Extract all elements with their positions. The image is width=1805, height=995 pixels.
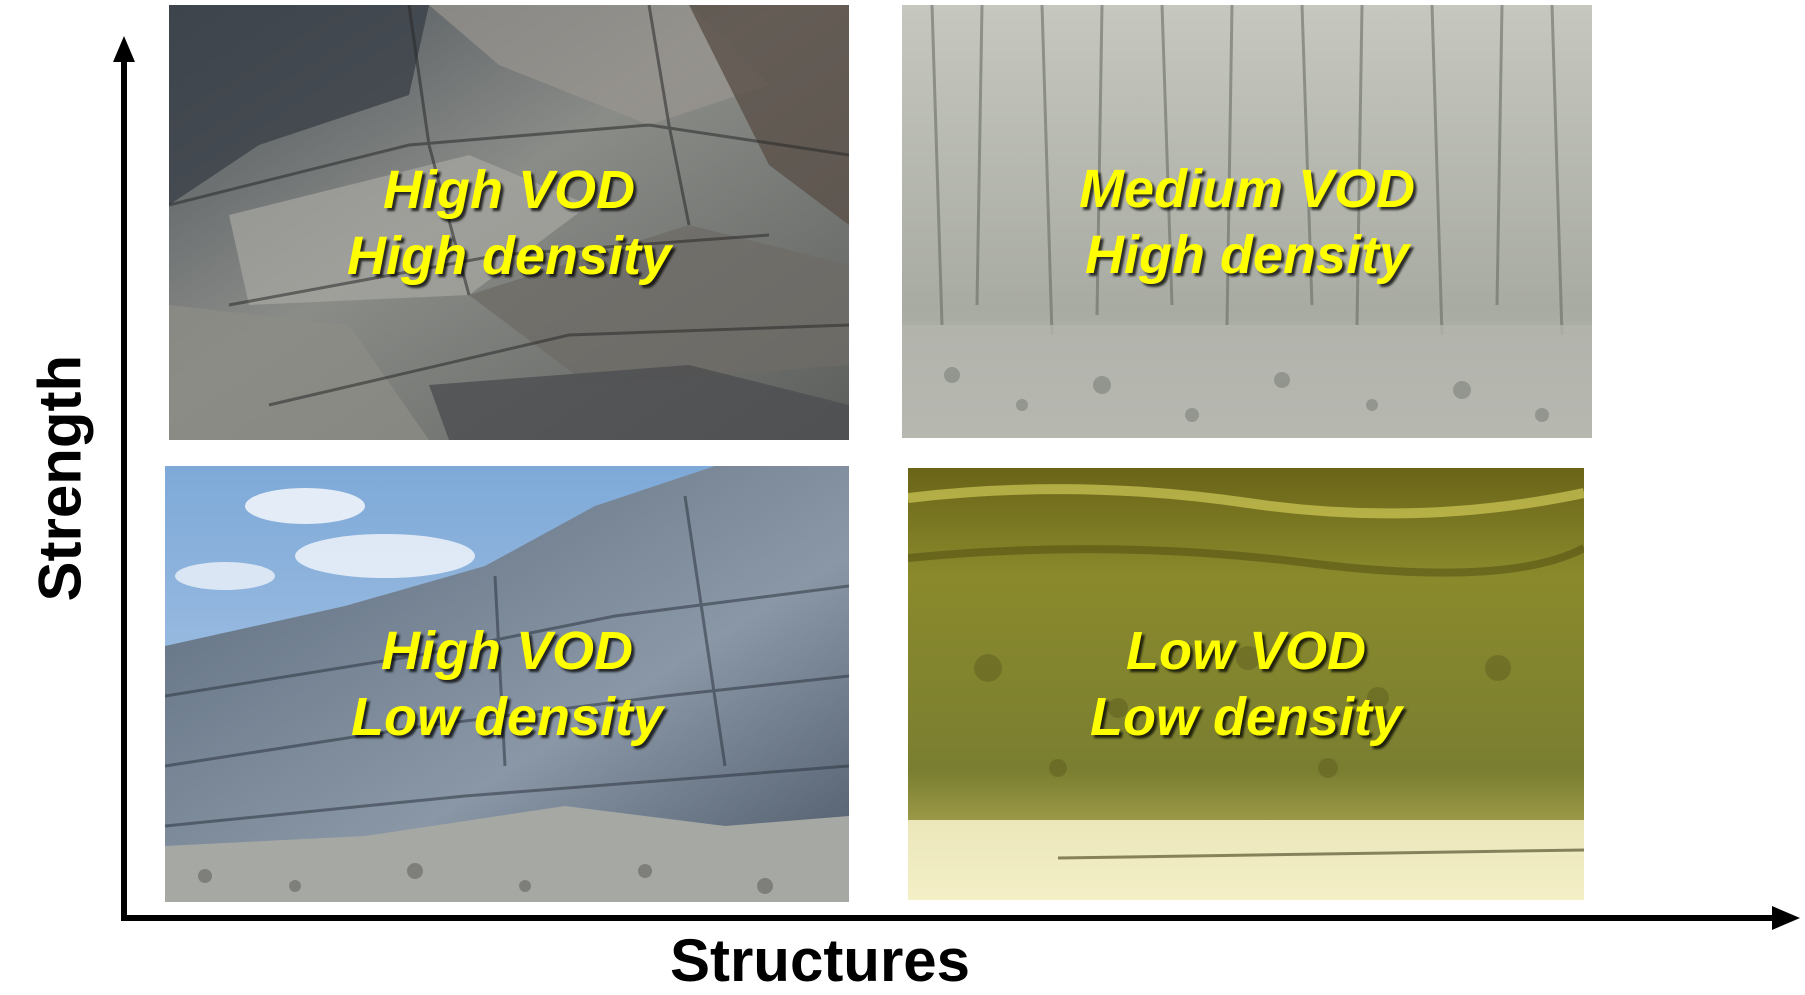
y-axis-title: Strength xyxy=(26,354,94,602)
density-label: High density xyxy=(346,225,672,286)
vod-label: High VOD xyxy=(381,621,633,681)
panel-low-vod-low-density: Low VOD Low density xyxy=(908,468,1584,900)
rock-photo-top-right xyxy=(902,5,1592,438)
x-axis-arrow-icon xyxy=(1772,906,1800,930)
panel-label-bottom-right: Low VOD Low density xyxy=(908,618,1584,750)
density-label: High density xyxy=(1084,224,1410,285)
rock-photo-bottom-right xyxy=(908,468,1584,900)
rock-photo-bottom-left xyxy=(165,466,849,902)
y-axis-arrow-icon xyxy=(113,36,135,62)
panel-label-top-left: High VOD High density xyxy=(169,157,849,289)
density-label: Low density xyxy=(350,687,664,747)
x-axis-title: Structures xyxy=(669,927,971,994)
panel-label-top-right: Medium VOD High density xyxy=(902,156,1592,288)
panel-high-vod-low-density: High VOD Low density xyxy=(165,466,849,902)
panel-medium-vod-high-density: Medium VOD High density xyxy=(902,5,1592,438)
vod-label: Low VOD xyxy=(1126,621,1366,681)
panel-high-vod-high-density: High VOD High density xyxy=(169,5,849,440)
panel-label-bottom-left: High VOD Low density xyxy=(165,618,849,750)
vod-label: High VOD xyxy=(383,159,635,220)
rock-photo-top-left xyxy=(169,5,849,440)
vod-label: Medium VOD xyxy=(1078,158,1416,219)
density-label: Low density xyxy=(1089,687,1403,747)
